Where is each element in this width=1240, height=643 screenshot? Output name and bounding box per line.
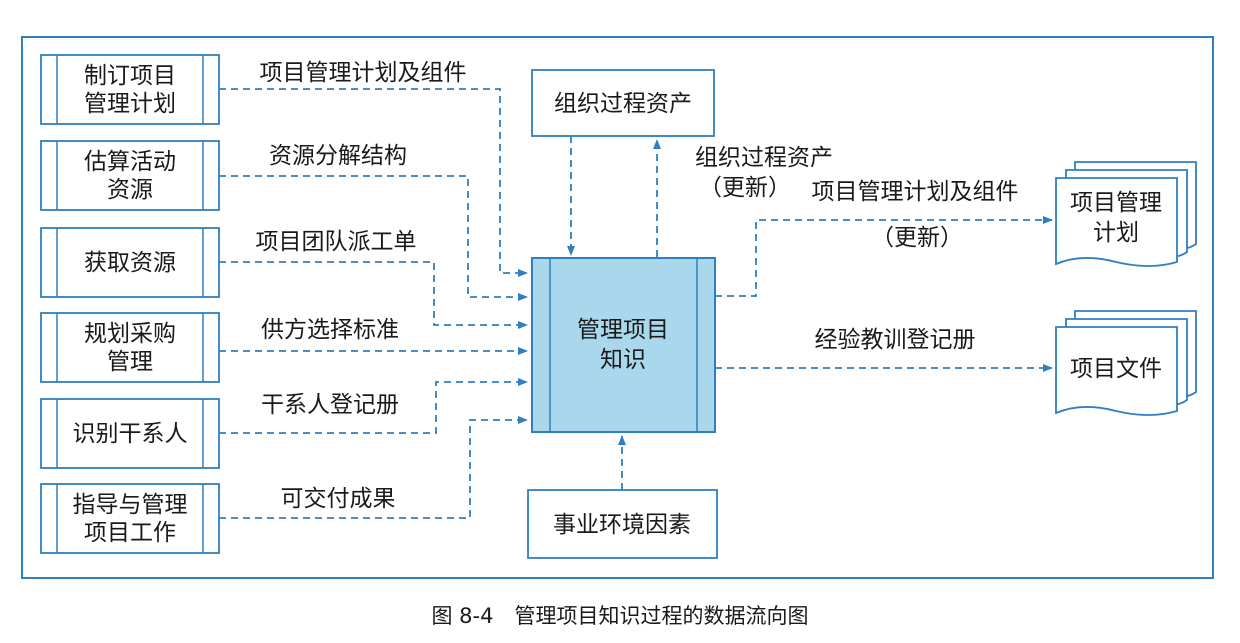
doc-project-management-plan: 项目管理 计划 [1055, 161, 1197, 267]
output-flow-2-line1: 经验教训登记册 [815, 327, 976, 353]
doc-1-line2: 计划 [1093, 220, 1139, 246]
org-process-assets-label: 组织过程资产 [554, 91, 692, 117]
output-flow-1-line1: 项目管理计划及组件 [812, 179, 1019, 205]
enterprise-factors-label: 事业环境因素 [553, 512, 691, 538]
input-6-line2: 项目工作 [84, 520, 176, 546]
flow-arrow-6 [219, 416, 528, 519]
output-flow-1-line2: （更新） [871, 225, 963, 251]
input-process-4: 规划采购 管理 [40, 312, 220, 383]
org-assets-update-line2: （更新） [699, 175, 791, 201]
input-process-5: 识别干系人 [40, 398, 220, 469]
flow-arrow-2 [219, 175, 528, 301]
center-process-line2: 知识 [600, 347, 646, 373]
flow-arrow-5 [219, 378, 528, 434]
flow-label-5: 干系人登记册 [261, 392, 399, 418]
input-5-line1: 识别干系人 [73, 421, 188, 447]
flow-arrow-1 [219, 88, 528, 277]
flow-label-4: 供方选择标准 [261, 317, 399, 343]
enterprise-factors-box: 事业环境因素 [527, 489, 718, 559]
doc-project-documents: 项目文件 [1055, 310, 1197, 416]
flow-label-3: 项目团队派工单 [256, 229, 417, 255]
org-process-assets-box: 组织过程资产 [531, 69, 715, 137]
flow-label-6: 可交付成果 [281, 486, 396, 512]
flow-label-2: 资源分解结构 [269, 143, 407, 169]
input-2-line1: 估算活动 [84, 149, 176, 175]
input-3-line1: 获取资源 [84, 250, 176, 276]
center-process-box: 管理项目 知识 [531, 257, 716, 433]
flow-label-1: 项目管理计划及组件 [260, 60, 467, 86]
center-process-line1: 管理项目 [577, 317, 669, 343]
input-4-line1: 规划采购 [84, 321, 176, 347]
org-assets-update-line1: 组织过程资产 [695, 145, 833, 171]
input-process-2: 估算活动 资源 [40, 140, 220, 211]
output-arrow-1 [715, 216, 1053, 297]
input-process-1: 制订项目 管理计划 [40, 54, 220, 125]
doc-2-line1: 项目文件 [1070, 356, 1162, 382]
input-1-line1: 制订项目 [84, 63, 176, 89]
doc-1-line1: 项目管理 [1070, 190, 1162, 216]
figure-caption: 图 8-4 管理项目知识过程的数据流向图 [432, 604, 809, 628]
flow-arrow-3 [219, 261, 528, 329]
input-process-6: 指导与管理 项目工作 [40, 483, 220, 554]
input-1-line2: 管理计划 [84, 91, 176, 117]
input-6-line1: 指导与管理 [73, 492, 188, 518]
input-process-3: 获取资源 [40, 227, 220, 298]
input-2-line2: 资源 [107, 177, 153, 203]
input-4-line2: 管理 [107, 349, 153, 375]
